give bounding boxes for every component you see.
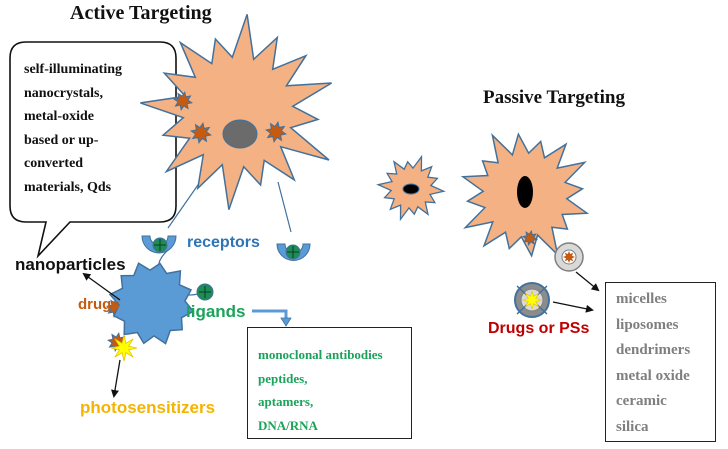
drug-star-icon: [264, 120, 288, 144]
title-active-targeting: Active Targeting: [70, 2, 212, 24]
nanoparticle-types-list: self-illuminating nanocrystals, metal-ox…: [24, 58, 164, 199]
ligands-bent-arrow: [252, 309, 288, 320]
nucleus-large: [222, 119, 258, 149]
arrow-carrier-to-box: [552, 301, 594, 313]
nucleus-medium: [517, 176, 533, 208]
receptor-tether-left: [167, 181, 201, 229]
carrier-type: liposomes: [616, 316, 679, 333]
photosensitizer-star: [110, 334, 138, 362]
carrier-types-box: micelles liposomes dendrimers metal oxid…: [605, 282, 716, 442]
label-ligands: ligands: [186, 302, 246, 321]
carrier-type: metal oxide: [616, 367, 690, 384]
nanoparticle-type: based or up-: [24, 132, 99, 148]
carrier-type: dendrimers: [616, 342, 691, 358]
ligand-types-box: monoclonal antibodies peptides, aptamers…: [247, 327, 412, 439]
carrier-type: micelles: [616, 291, 667, 307]
nanoparticle-type: materials, Qds: [24, 179, 112, 195]
carrier-type: ceramic: [616, 393, 667, 409]
tumor-cell-large: [140, 14, 332, 210]
nanoparticle-types-bubble: [9, 41, 177, 259]
nanoparticle-type: metal-oxide: [24, 109, 94, 124]
label-receptors: receptors: [187, 234, 260, 251]
ligand-type: DNA/RNA: [258, 417, 318, 433]
ligand-type: peptides,: [258, 370, 308, 386]
carrier-type: silica: [616, 418, 649, 435]
nanoparticle-type: nanocrystals,: [24, 85, 103, 101]
nucleus-small: [402, 183, 420, 195]
drug-star-icon: [172, 90, 194, 112]
ligand-type: aptamers,: [258, 394, 314, 409]
receptor-tether-right: [277, 181, 292, 233]
receptor-left: [141, 235, 177, 254]
arrow-to-photosensitizers: [111, 359, 121, 398]
nanoparticle-body: [108, 262, 195, 345]
label-nanoparticles: nanoparticles: [15, 255, 126, 274]
label-drugs-or-ps: Drugs or PSs: [488, 320, 590, 337]
loaded-carrier: [514, 282, 550, 318]
label-photosensitizers: photosensitizers: [80, 398, 216, 417]
arrow-to-carrier-box: [575, 271, 600, 292]
drug-star-icon: [563, 251, 575, 263]
arrow-to-nanoparticles: [82, 272, 121, 301]
ligand-type: monoclonal antibodies: [258, 347, 383, 362]
receptor-right: [276, 243, 311, 261]
nanoparticle-type: converted: [24, 156, 84, 171]
drug-star-icon: [189, 121, 213, 145]
label-drugs: drugs: [78, 296, 120, 313]
nanoparticle-type: self-illuminating: [24, 62, 123, 77]
drug-star-icon: [521, 229, 539, 247]
title-passive-targeting: Passive Targeting: [483, 87, 625, 108]
